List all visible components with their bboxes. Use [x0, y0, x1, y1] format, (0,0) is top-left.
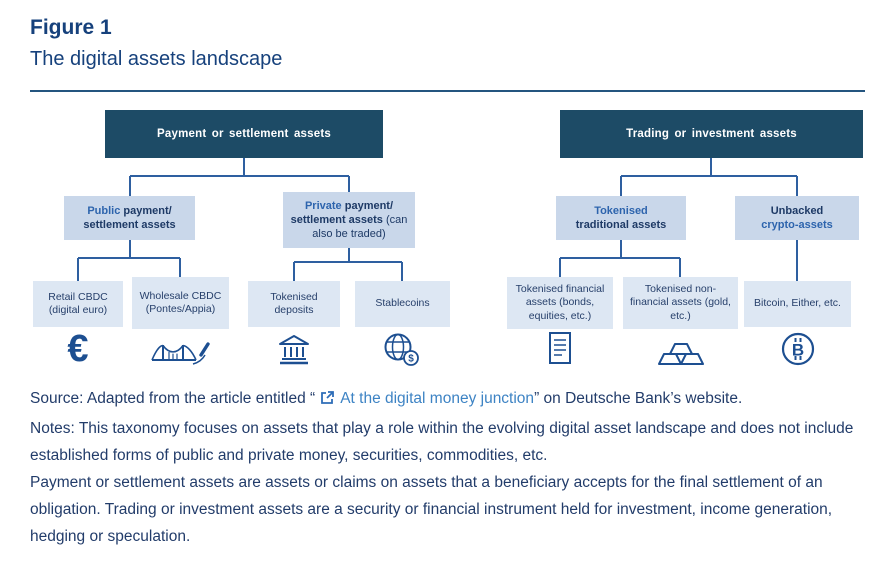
node-tokenised-nonfinancial: Tokenised non-financial assets (gold, et…: [623, 277, 738, 329]
node-label: Tokenised non-financial assets (gold, et…: [630, 282, 731, 322]
document-icon: [545, 330, 575, 368]
node-tokenised-financial: Tokenised financial assets (bonds, equit…: [507, 277, 613, 329]
node-tokenised-traditional: Tokenised traditional assets: [556, 196, 686, 240]
node-label: Private payment/ settlement assets (can …: [290, 199, 408, 241]
node-label: Retail CBDC (digital euro): [48, 290, 108, 316]
node-label: Tokenised traditional assets: [575, 204, 667, 231]
euro-icon: €: [58, 328, 98, 370]
node-label: Tokenised deposits: [270, 290, 318, 316]
euro-glyph: €: [67, 327, 89, 370]
figure-label: Figure 1: [30, 16, 112, 39]
taxonomy-diagram: Payment or settlement assets Trading or …: [0, 100, 895, 382]
notes-paragraph-1: Notes: This taxonomy focuses on assets t…: [30, 419, 854, 464]
globe-currency-icon: $: [383, 332, 421, 368]
node-label: Payment or settlement assets: [157, 127, 331, 140]
bridge-rocket-icon: [150, 337, 210, 369]
notes-paragraph-2: Payment or settlement assets are assets …: [30, 473, 833, 545]
connector-lines: [77, 158, 798, 281]
source-link[interactable]: At the digital money junction: [340, 390, 535, 407]
node-public-payment: Public payment/ settlement assets: [64, 196, 195, 240]
coin-symbol: $: [408, 354, 414, 365]
node-bitcoin-ether: Bitcoin, Either, etc.: [744, 281, 851, 327]
figure-title: The digital assets landscape: [30, 48, 283, 70]
node-wholesale-cbdc: Wholesale CBDC (Pontes/Appia): [132, 277, 229, 329]
source-suffix: ” on Deutsche Bank’s website.: [534, 390, 743, 407]
node-label: Trading or investment assets: [626, 127, 797, 140]
bitcoin-icon: B: [780, 331, 816, 367]
node-label: Unbacked crypto-assets: [761, 204, 833, 231]
source-line: Source: Adapted from the article entitle…: [30, 386, 863, 416]
node-private-payment: Private payment/ settlement assets (can …: [283, 192, 415, 248]
node-unbacked-crypto: Unbacked crypto-assets: [735, 196, 859, 240]
node-label: Tokenised financial assets (bonds, equit…: [515, 282, 605, 322]
node-payment-root: Payment or settlement assets: [105, 110, 383, 158]
figure-notes: Source: Adapted from the article entitle…: [30, 386, 863, 551]
gold-bars-icon: [656, 339, 704, 367]
node-stablecoins: Stablecoins: [355, 281, 450, 327]
node-trading-root: Trading or investment assets: [560, 110, 863, 158]
external-link-icon[interactable]: [319, 389, 335, 416]
node-tokenised-deposits: Tokenised deposits: [248, 281, 340, 327]
node-label: Bitcoin, Either, etc.: [754, 297, 841, 310]
bank-icon: [276, 332, 312, 368]
node-label: Public payment/ settlement assets: [83, 204, 176, 231]
divider: [30, 90, 865, 92]
node-label: Wholesale CBDC (Pontes/Appia): [139, 289, 222, 315]
bitcoin-glyph: B: [792, 341, 804, 360]
source-prefix: Source: Adapted from the article entitle…: [30, 390, 316, 407]
node-retail-cbdc: Retail CBDC (digital euro): [33, 281, 123, 327]
node-label: Stablecoins: [375, 297, 430, 310]
